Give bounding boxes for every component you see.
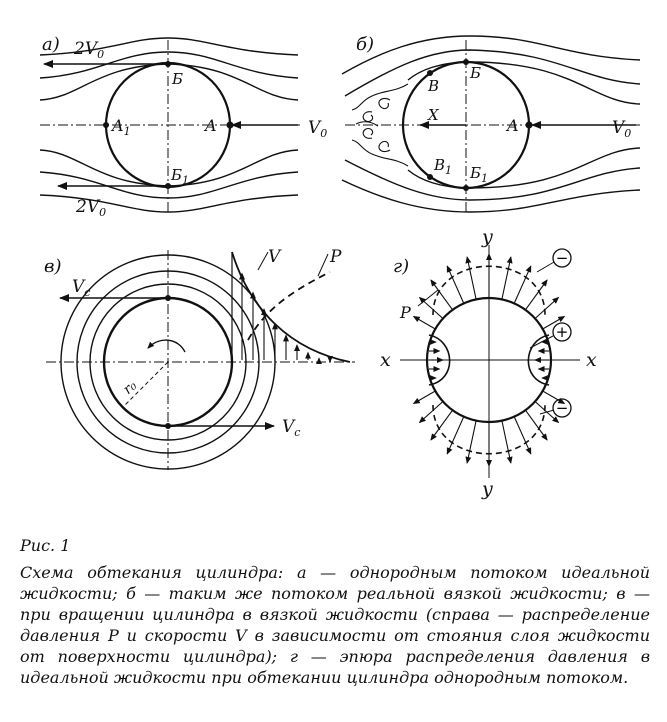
label-V: V bbox=[268, 247, 282, 267]
cylinder-flow-figure: а) 2V0 Б A A1 Б1 2V0 V0 б) bbox=[39, 34, 641, 500]
point-bottom bbox=[165, 423, 171, 429]
panel-g-letter: г) bbox=[393, 256, 409, 277]
pressure-arrow bbox=[501, 420, 513, 464]
point-A bbox=[226, 121, 234, 129]
pressure-arrow bbox=[524, 409, 548, 441]
label-y-bottom: y bbox=[481, 478, 493, 500]
rotation-arrow bbox=[147, 339, 186, 353]
streamline bbox=[407, 61, 641, 105]
pressure-arrow bbox=[465, 420, 477, 464]
label-B1: Б1 bbox=[170, 166, 189, 187]
label-A1: A1 bbox=[110, 116, 131, 138]
streamline bbox=[39, 63, 299, 101]
pressure-arrow bbox=[430, 279, 454, 311]
wake-eddy bbox=[362, 128, 374, 139]
label-Vc-top: Vc bbox=[72, 277, 90, 299]
wake-eddy bbox=[351, 83, 409, 111]
point-B1 bbox=[463, 185, 469, 191]
sign-minus-bottom: − bbox=[556, 399, 569, 417]
pressure-arrow bbox=[465, 256, 477, 300]
label-V1: В1 bbox=[433, 156, 452, 177]
panel-b: б) В Б X A В1 Б1 V0 bbox=[341, 34, 641, 215]
pressure-arrow bbox=[501, 256, 513, 300]
leader-minus bbox=[536, 261, 555, 273]
streamline bbox=[407, 147, 641, 189]
streamline bbox=[341, 179, 641, 213]
label-r0: r₀ bbox=[120, 378, 140, 398]
point-A1 bbox=[103, 122, 109, 128]
leader-V bbox=[257, 251, 269, 271]
minus-sign-icon bbox=[552, 398, 572, 418]
caption-text: Схема обтекания цилиндра: а — однородным… bbox=[20, 563, 650, 687]
pressure-arrow bbox=[446, 265, 465, 304]
streamline bbox=[39, 149, 299, 187]
pressure-arrow bbox=[412, 390, 436, 405]
caption-title: Рис. 1 bbox=[20, 536, 71, 555]
label-X: X bbox=[427, 106, 440, 124]
label-A: A bbox=[505, 116, 519, 135]
label-B: Б bbox=[171, 70, 183, 88]
point-A bbox=[525, 121, 533, 129]
pressure-arrow bbox=[430, 409, 454, 441]
label-2v0-top: 2V0 bbox=[73, 39, 104, 61]
plus-sign-icon bbox=[552, 322, 572, 342]
label-y-top: y bbox=[481, 226, 493, 248]
label-Vc-bottom: Vc bbox=[282, 417, 300, 439]
label-V0: V0 bbox=[308, 118, 327, 140]
streamline bbox=[344, 49, 641, 97]
pressure-arrow bbox=[513, 416, 532, 455]
wake-eddy bbox=[378, 97, 391, 110]
panel-v-letter: в) bbox=[44, 256, 62, 277]
sign-plus: + bbox=[556, 323, 569, 341]
pressure-arrow bbox=[513, 265, 532, 304]
wake-eddy bbox=[362, 111, 374, 122]
leader-P bbox=[417, 289, 439, 307]
point-top bbox=[165, 295, 171, 301]
streamline bbox=[39, 51, 299, 79]
point-V1 bbox=[427, 174, 433, 180]
wake-eddy bbox=[351, 139, 409, 167]
label-x-right: x bbox=[586, 349, 597, 371]
leader-plus bbox=[529, 335, 554, 349]
pressure-arrows bbox=[412, 253, 566, 467]
pressure-arrow bbox=[534, 296, 560, 319]
pressure-arrow bbox=[542, 315, 566, 330]
pressure-arrow bbox=[524, 279, 548, 311]
radius-line bbox=[121, 361, 169, 409]
minus-sign-icon bbox=[552, 248, 572, 268]
streamline bbox=[344, 159, 641, 201]
label-P: P bbox=[399, 303, 411, 322]
velocity-profile-arrows bbox=[239, 272, 333, 365]
label-B1: Б1 bbox=[469, 164, 488, 185]
panel-a: а) 2V0 Б A A1 Б1 2V0 V0 bbox=[39, 34, 327, 219]
pressure-arrow bbox=[446, 416, 465, 455]
panel-v: в) r₀ Vc Vc V P bbox=[44, 247, 355, 470]
label-2v0-bottom: 2V0 bbox=[75, 197, 106, 219]
pressure-arrow bbox=[418, 296, 444, 319]
pressure-curve bbox=[247, 271, 331, 341]
label-x-left: x bbox=[380, 349, 391, 371]
label-V: В bbox=[427, 77, 439, 95]
label-V0: V0 bbox=[612, 118, 631, 140]
label-A: A bbox=[203, 116, 217, 135]
velocity-profile-curve bbox=[231, 251, 351, 363]
panel-g: г) y y x x P − + − bbox=[380, 226, 597, 500]
point-B bbox=[463, 59, 469, 65]
label-B: Б bbox=[469, 64, 481, 82]
point-B1 bbox=[165, 183, 171, 189]
leader-minus bbox=[539, 409, 555, 415]
wake-eddy bbox=[378, 140, 391, 153]
streamline bbox=[341, 35, 641, 75]
streamline bbox=[39, 37, 299, 56]
point-V bbox=[427, 70, 433, 76]
pressure-arrow bbox=[418, 401, 444, 424]
panel-a-letter: а) bbox=[42, 34, 60, 55]
label-P: P bbox=[329, 247, 342, 267]
panel-b-letter: б) bbox=[356, 34, 374, 55]
leader-P bbox=[317, 253, 329, 277]
pressure-arrow bbox=[542, 390, 566, 405]
point-B bbox=[165, 61, 171, 67]
sign-minus-top: − bbox=[556, 249, 569, 267]
pressure-arrow bbox=[412, 315, 436, 330]
